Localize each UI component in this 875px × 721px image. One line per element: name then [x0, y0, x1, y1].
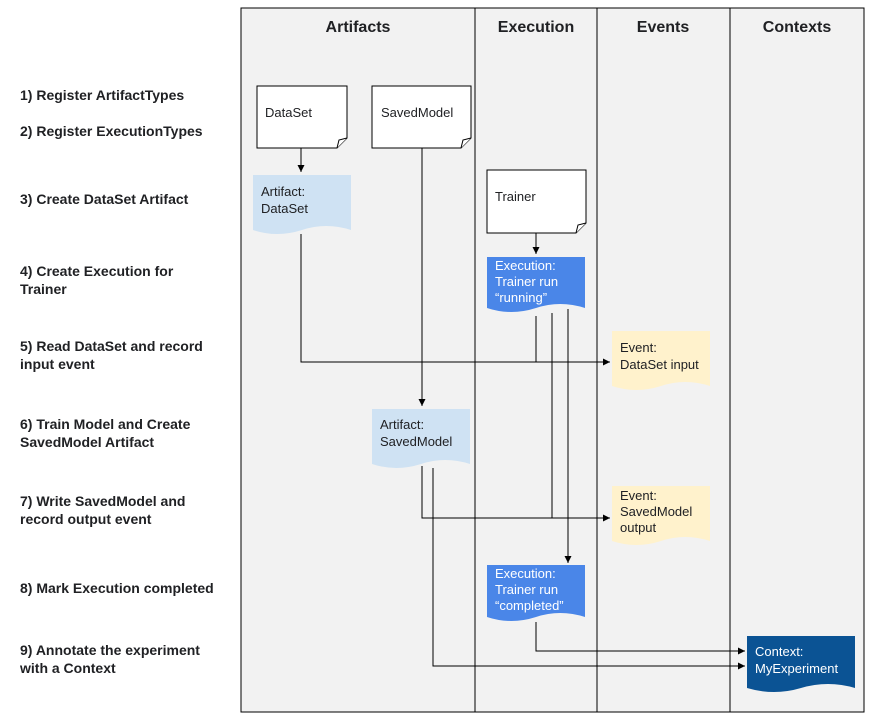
execution-running-state: “running”: [495, 290, 547, 305]
execution-completed-label: Execution:: [495, 566, 556, 581]
event-output-node: Event: SavedModel output: [612, 486, 710, 545]
event-output-name: SavedModel: [620, 504, 692, 519]
column-header-execution: Execution: [498, 19, 574, 36]
step-7-label: 7) Write SavedModel and record output ev…: [20, 493, 186, 527]
event-input-label: Event:: [620, 340, 657, 355]
column-header-artifacts: Artifacts: [326, 19, 391, 36]
execution-running-node: Execution: Trainer run “running”: [487, 257, 585, 312]
dataset-artifact-name: DataSet: [261, 201, 308, 216]
dataset-artifact-label: Artifact:: [261, 184, 305, 199]
connector-completed-to-context: [535, 622, 745, 655]
savedmodel-artifact-name: SavedModel: [380, 434, 452, 449]
trainer-type-label: Trainer: [495, 189, 536, 204]
connectors: [297, 148, 745, 670]
savedmodel-artifact-node: Artifact: SavedModel: [372, 409, 470, 468]
step-1-label: 1) Register ArtifactTypes: [20, 87, 185, 103]
step-8-label: 8) Mark Execution completed: [20, 580, 214, 596]
execution-completed-name: Trainer run: [495, 582, 558, 597]
execution-running-label: Execution:: [495, 258, 556, 273]
context-label: Context:: [755, 644, 803, 659]
event-output-label: Event:: [620, 488, 657, 503]
column-header-events: Events: [637, 19, 690, 36]
execution-completed-node: Execution: Trainer run “completed”: [487, 565, 585, 621]
context-node: Context: MyExperiment: [747, 636, 855, 692]
step-6-label: 6) Train Model and Create SavedModel Art…: [20, 416, 191, 450]
connector-savedmodel-to-output-event: [421, 466, 610, 522]
dataset-type-node: DataSet: [256, 85, 348, 149]
event-input-node: Event: DataSet input: [612, 331, 710, 390]
connector-savedmodel-to-context: [432, 468, 745, 670]
event-input-name: DataSet input: [620, 357, 699, 372]
context-name: MyExperiment: [755, 661, 838, 676]
step-5-label: 5) Read DataSet and record input event: [20, 338, 203, 372]
event-output-direction: output: [620, 520, 657, 535]
trainer-type-node: Trainer: [486, 169, 587, 234]
savedmodel-type-node: SavedModel: [371, 85, 472, 149]
step-3-label: 3) Create DataSet Artifact: [20, 191, 189, 207]
dataset-artifact-node: Artifact: DataSet: [253, 175, 351, 234]
column-header-contexts: Contexts: [763, 19, 832, 36]
execution-completed-state: “completed”: [495, 598, 564, 613]
connector-dataset-to-input-event: [300, 234, 610, 366]
dataset-type-label: DataSet: [265, 105, 312, 120]
savedmodel-type-label: SavedModel: [381, 105, 453, 120]
execution-running-name: Trainer run: [495, 274, 558, 289]
step-9-label: 9) Annotate the experiment with a Contex…: [20, 642, 200, 676]
step-4-label: 4) Create Execution for Trainer: [20, 263, 174, 297]
step-2-label: 2) Register ExecutionTypes: [20, 123, 203, 139]
savedmodel-artifact-label: Artifact:: [380, 417, 424, 432]
